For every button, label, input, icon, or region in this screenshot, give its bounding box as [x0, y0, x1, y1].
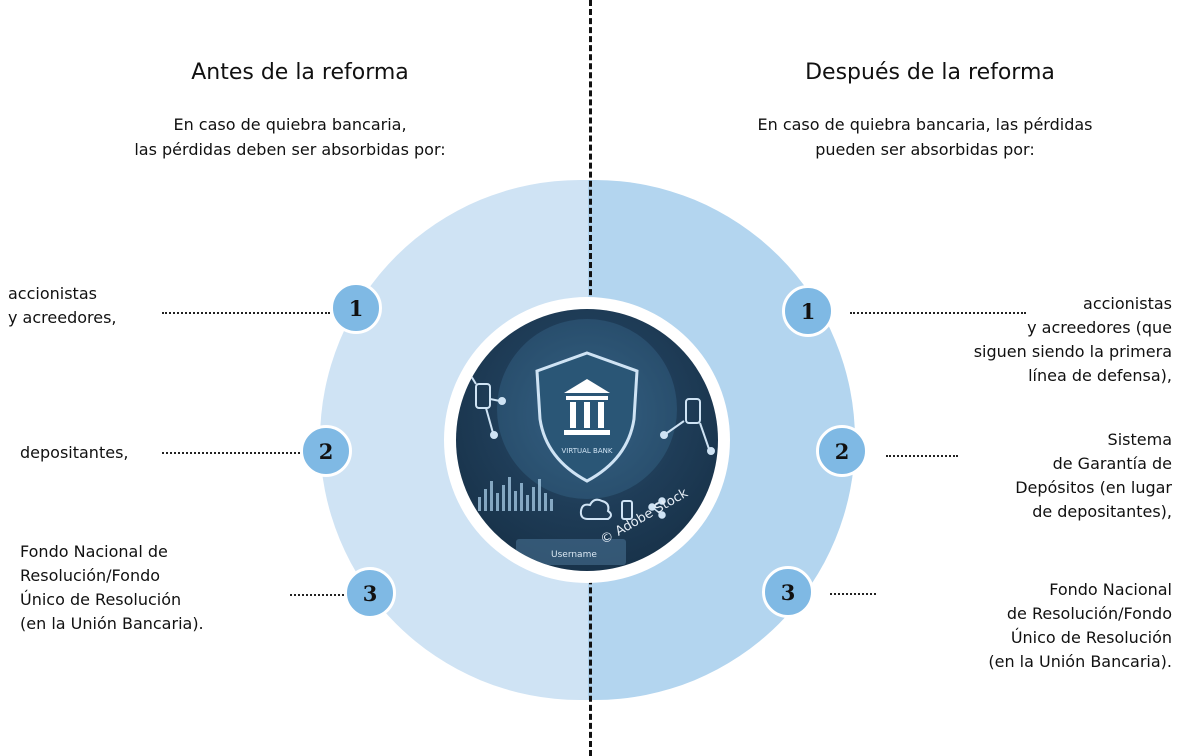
- right-item-3-label: Fondo Nacional de Resolución/Fondo Único…: [988, 580, 1172, 671]
- bank-icon: [564, 379, 610, 435]
- smartphone-icon: [462, 365, 506, 439]
- left-badge-2: 2: [300, 425, 352, 477]
- left-item-3-leader: [290, 594, 344, 596]
- username-field: [516, 539, 626, 565]
- left-subtitle: En caso de quiebra bancaria, las pérdida…: [134, 115, 446, 159]
- right-item-3-leader: [830, 593, 876, 595]
- right-badge-1: 1: [782, 285, 834, 337]
- right-item-2-leader: [886, 455, 958, 457]
- left-badge-3: 3: [344, 567, 396, 619]
- right-badge-3: 3: [762, 566, 814, 618]
- username-label: Username: [551, 550, 597, 560]
- right-badge-2: 2: [816, 425, 868, 477]
- virtual-bank-image: VIRTUAL BANK: [444, 297, 730, 583]
- virtual-bank-illustration: VIRTUAL BANK: [462, 319, 715, 565]
- right-subtitle: En caso de quiebra bancaria, las pérdida…: [757, 115, 1093, 159]
- left-item-2-leader: [162, 452, 300, 454]
- left-item-1-label: accionistas y acreedores,: [8, 284, 117, 327]
- right-item-2-label: Sistema de Garantía de Depósitos (en lug…: [1015, 430, 1172, 521]
- smartphone-icon: [621, 500, 633, 520]
- waveform: [478, 477, 553, 511]
- left-item-1-leader: [162, 312, 330, 314]
- network-icon: [648, 497, 666, 519]
- smartphone-icon: [660, 398, 715, 455]
- left-item-3-label: Fondo Nacional de Resolución/Fondo Único…: [20, 542, 204, 633]
- right-item-1-leader: [850, 312, 1026, 314]
- right-heading: Después de la reforma: [805, 60, 1055, 85]
- left-badge-1: 1: [330, 282, 382, 334]
- left-heading: Antes de la reforma: [191, 60, 409, 85]
- shield-label: VIRTUAL BANK: [562, 447, 613, 455]
- cloud-icon: [579, 498, 612, 520]
- left-item-2-label: depositantes,: [20, 443, 129, 462]
- right-item-1-label: accionistas y acreedores (que siguen sie…: [973, 294, 1172, 385]
